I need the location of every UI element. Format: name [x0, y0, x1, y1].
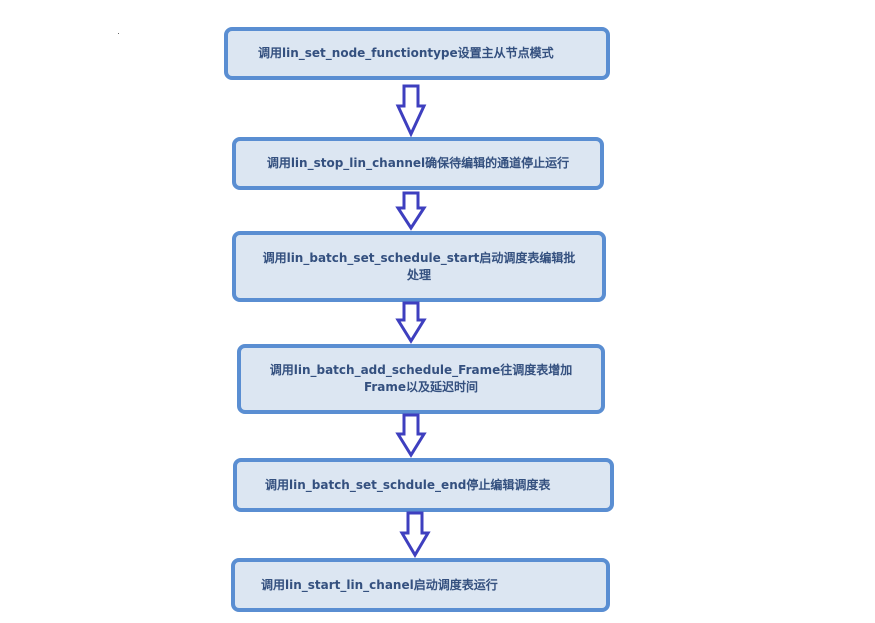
- step-3-box: 调用lin_batch_set_schedule_start启动调度表编辑批处理: [232, 231, 606, 302]
- step-2-box: 调用lin_stop_lin_channel确保待编辑的通道停止运行: [232, 137, 604, 190]
- step-6-box: 调用lin_start_lin_chanel启动调度表运行: [231, 558, 610, 612]
- step-4-label: 调用lin_batch_add_schedule_Frame往调度表增加Fram…: [269, 363, 573, 394]
- step-1-box: 调用lin_set_node_functiontype设置主从节点模式: [224, 27, 610, 80]
- step-1-label: 调用lin_set_node_functiontype设置主从节点模式: [258, 46, 554, 60]
- step-6-label: 调用lin_start_lin_chanel启动调度表运行: [261, 577, 498, 592]
- down-arrow-icon: [395, 301, 427, 344]
- down-arrow-icon: [395, 191, 427, 231]
- down-arrow-icon: [395, 84, 427, 138]
- step-5-label: 调用lin_batch_set_schdule_end停止编辑调度表: [265, 477, 551, 492]
- step-3-label: 调用lin_batch_set_schedule_start启动调度表编辑批处理: [262, 250, 576, 282]
- stray-dot: [118, 33, 119, 34]
- step-4-box: 调用lin_batch_add_schedule_Frame往调度表增加Fram…: [237, 344, 605, 414]
- step-5-box: 调用lin_batch_set_schdule_end停止编辑调度表: [233, 458, 614, 512]
- step-2-label: 调用lin_stop_lin_channel确保待编辑的通道停止运行: [266, 156, 570, 170]
- down-arrow-icon: [399, 511, 431, 558]
- down-arrow-icon: [395, 413, 427, 458]
